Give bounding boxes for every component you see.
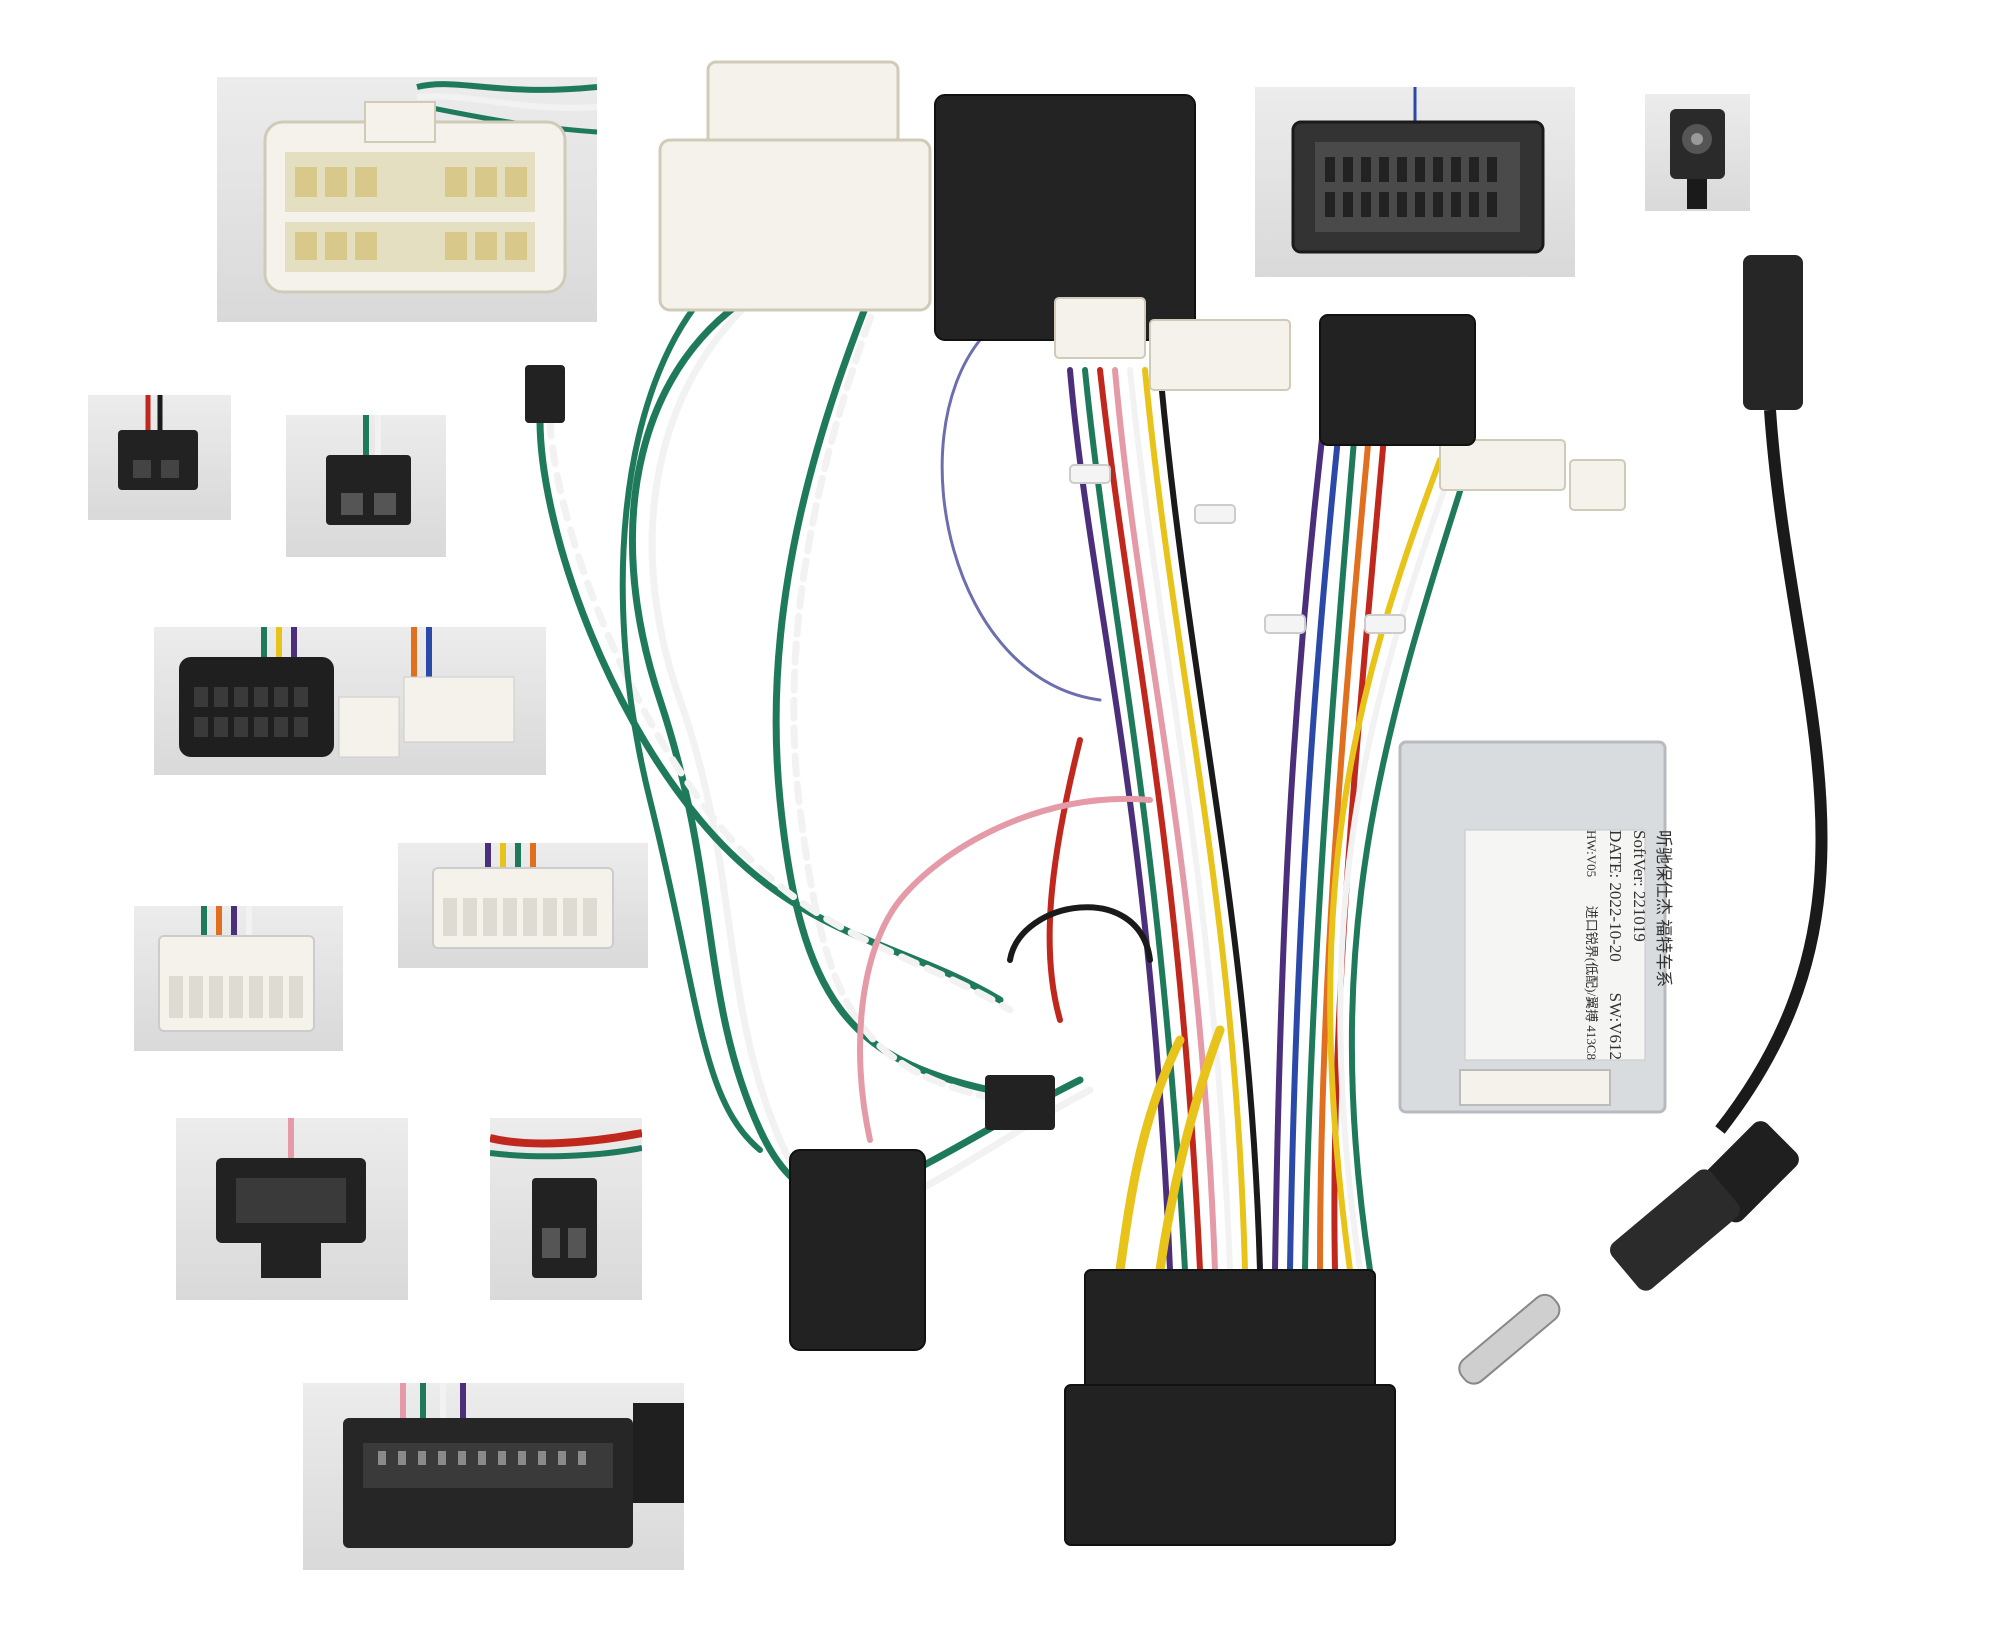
antenna-din-plug xyxy=(1458,1121,1799,1385)
inset-white-16pin-connector xyxy=(134,906,343,1051)
module-label-line-1: 听驰保仕杰 福特车系 xyxy=(1654,830,1673,988)
antenna-cable xyxy=(1715,409,1828,1134)
module-label: 听驰保仕杰 福特车系 SoftVer: 221019 DATE: 2022-10… xyxy=(1470,830,1673,1060)
module-label-hw: HW:V05 xyxy=(1584,830,1599,878)
canbus-decoder-module xyxy=(1398,740,1667,1114)
inset-2pin-connector-b xyxy=(286,415,446,557)
inset-fakra-antenna-connector xyxy=(1645,94,1750,211)
black-main-connector-bottom xyxy=(1064,1269,1396,1546)
fakra-antenna-plug xyxy=(1743,255,1803,410)
module-label-date: DATE: 2022-10-20 xyxy=(1606,830,1625,962)
black-4pin-connector-bottom xyxy=(789,1149,926,1351)
inset-16pin-iso-connector xyxy=(154,627,546,775)
module-label-note: 进口锐界(低配)/翼搏 413C8 xyxy=(1584,905,1599,1060)
white-small-connectors xyxy=(1054,297,1626,511)
black-16pin-iso-connector xyxy=(1319,314,1476,446)
inset-red-2pin-connector xyxy=(490,1118,642,1300)
inset-black-4pin-connector xyxy=(176,1118,408,1300)
inset-black-24pin-connector xyxy=(303,1383,684,1570)
small-2pin-connectors xyxy=(525,365,1055,1130)
main-wire-bundle xyxy=(857,338,1473,1275)
module-label-line-2: SoftVer: 221019 xyxy=(1630,830,1649,942)
zip-ties xyxy=(1069,464,1406,634)
inset-black-dashboard-connector xyxy=(1255,87,1575,277)
twisted-pair-wires xyxy=(536,261,1094,1214)
inset-white-obd-connector xyxy=(217,77,597,322)
inset-white-20pin-connector xyxy=(398,843,648,968)
module-label-sw: SW:V612 xyxy=(1606,992,1625,1060)
white-obd-connector xyxy=(658,60,932,312)
inset-2pin-connector-a xyxy=(88,395,231,520)
